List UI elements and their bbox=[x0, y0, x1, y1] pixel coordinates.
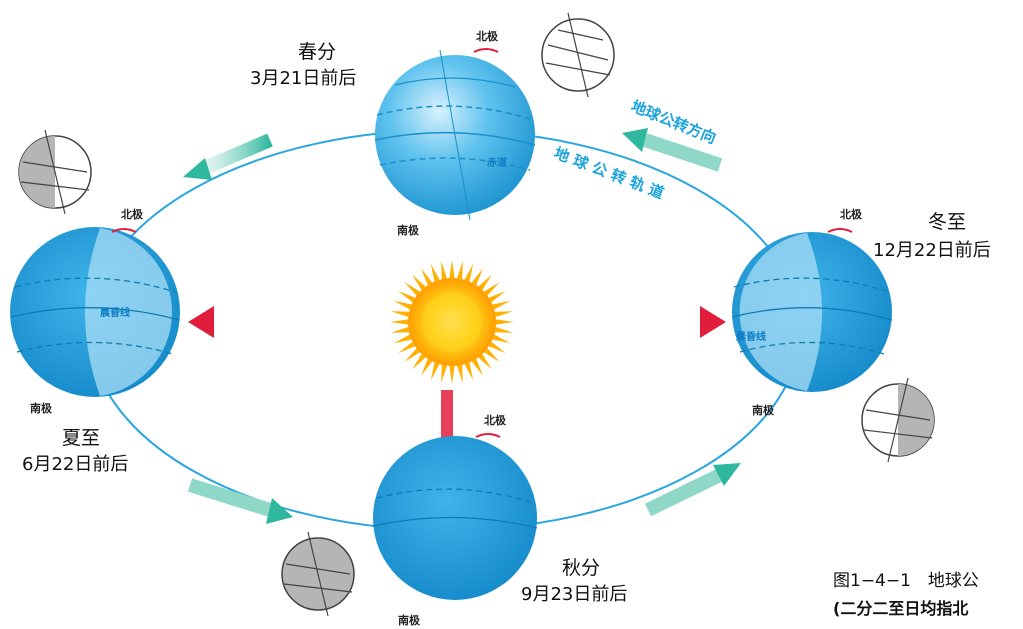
arrow-right-head bbox=[700, 306, 726, 338]
rotation-arc-autumn bbox=[475, 433, 501, 438]
sun-ray bbox=[483, 282, 500, 296]
mini-globe-summer bbox=[18, 129, 92, 215]
sun bbox=[390, 260, 514, 384]
mini-globe-winter bbox=[861, 377, 935, 463]
sun-ray bbox=[471, 358, 483, 376]
label-summer-north: 北极 bbox=[121, 207, 144, 221]
teal-arrow-topleft-head bbox=[183, 158, 212, 180]
mini-globe-spring bbox=[541, 12, 615, 98]
sun-ray bbox=[412, 274, 426, 291]
arrow-left-head bbox=[188, 306, 214, 338]
caption-line-2: (二分二至日均指北 bbox=[833, 599, 968, 618]
teal-arrow-bottomleft bbox=[187, 478, 273, 517]
sun-ray bbox=[390, 327, 410, 333]
sun-ray bbox=[492, 300, 511, 310]
sun-ray bbox=[421, 358, 433, 376]
sun-ray bbox=[483, 348, 500, 362]
label-spring-season: 春分 bbox=[298, 41, 336, 63]
sun-ray bbox=[478, 353, 492, 370]
label-spring-belt: 赤道 bbox=[487, 156, 507, 169]
label-winter-north: 北极 bbox=[840, 207, 863, 221]
sun-ray bbox=[495, 319, 514, 325]
sun-ray bbox=[430, 362, 440, 381]
label-spring-date: 3月21日前后 bbox=[250, 68, 356, 89]
mini-globe-autumn bbox=[281, 531, 355, 617]
sun-ray bbox=[390, 311, 410, 317]
label-spring-north: 北极 bbox=[476, 29, 499, 43]
sun-ray bbox=[457, 260, 463, 280]
sun-ray bbox=[464, 263, 474, 282]
sun-ray bbox=[393, 300, 412, 310]
sun-ray bbox=[412, 353, 426, 370]
label-autumn-season: 秋分 bbox=[562, 557, 600, 579]
label-summer-date: 6月22日前后 bbox=[22, 454, 128, 475]
label-winter-belt: 晨昏线 bbox=[736, 330, 766, 343]
label-winter-season: 冬至 bbox=[928, 211, 966, 233]
sun-ray bbox=[464, 362, 474, 381]
sun-ray bbox=[478, 274, 492, 291]
sun-ray bbox=[404, 282, 421, 296]
sun-ray bbox=[441, 260, 447, 280]
sun-ray bbox=[488, 291, 506, 303]
globe-autumn bbox=[372, 436, 538, 600]
label-winter-date: 12月22日前后 bbox=[873, 240, 991, 261]
teal-arrow-topleft bbox=[197, 133, 273, 177]
sun-ray bbox=[492, 334, 511, 344]
sun-ray bbox=[390, 319, 409, 325]
rotation-arc-winter bbox=[827, 228, 853, 233]
sun-ray bbox=[430, 263, 440, 282]
teal-arrow-bottomright-head bbox=[713, 463, 741, 486]
sun-ray bbox=[449, 365, 455, 384]
sun-ray bbox=[398, 291, 416, 303]
sun-ray bbox=[393, 334, 412, 344]
sun-ray bbox=[488, 341, 506, 353]
teal-arrow-bottomleft-head bbox=[266, 498, 293, 524]
sun-ray bbox=[457, 364, 463, 384]
label-spring-south: 南极 bbox=[397, 223, 420, 237]
globe-spring bbox=[374, 49, 536, 221]
label-summer-south: 南极 bbox=[30, 401, 53, 415]
label-summer-belt: 晨昏线 bbox=[100, 306, 130, 319]
rotation-markers bbox=[111, 48, 853, 438]
sun-ray bbox=[494, 311, 514, 317]
globe-winter bbox=[731, 232, 893, 392]
sun-ray bbox=[494, 327, 514, 333]
sun-ray bbox=[398, 341, 416, 353]
globe-summer bbox=[10, 227, 180, 397]
label-autumn-south: 南极 bbox=[398, 613, 421, 627]
teal-arrow-bottomright bbox=[644, 468, 724, 517]
teal-arrow-topright-head bbox=[622, 128, 648, 152]
sun-ray bbox=[441, 364, 447, 384]
rotation-arc-spring bbox=[473, 48, 499, 53]
caption-line-1: 图1−4−1 地球公 bbox=[833, 571, 979, 591]
label-autumn-north: 北极 bbox=[484, 413, 507, 427]
rotation-arc-summer bbox=[111, 228, 137, 233]
teal-arrow-topright bbox=[642, 133, 723, 172]
sun-ray bbox=[449, 260, 455, 279]
orbit-direction-arrows bbox=[183, 128, 741, 524]
label-autumn-date: 9月23日前后 bbox=[521, 584, 627, 605]
sun-ray bbox=[404, 348, 421, 362]
label-winter-south: 南极 bbox=[752, 403, 775, 417]
sun-ray bbox=[421, 268, 433, 286]
label-summer-season: 夏至 bbox=[62, 427, 100, 449]
sun-ray bbox=[471, 268, 483, 286]
